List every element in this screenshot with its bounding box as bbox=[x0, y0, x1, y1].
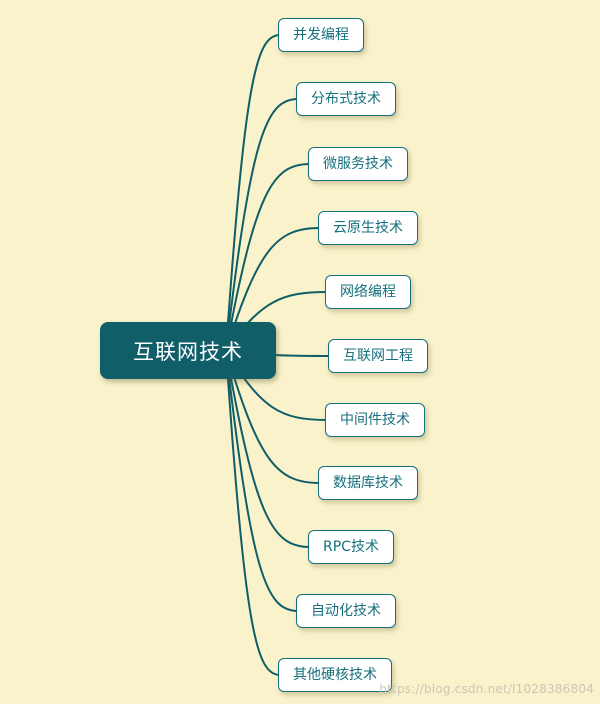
node-internet-engineering[interactable]: 互联网工程 bbox=[328, 339, 428, 373]
node-middleware-technology[interactable]: 中间件技术 bbox=[325, 403, 425, 437]
node-concurrent-programming[interactable]: 并发编程 bbox=[278, 18, 364, 52]
node-rpc-technology[interactable]: RPC技术 bbox=[308, 530, 394, 564]
node-cloud-native-technology[interactable]: 云原生技术 bbox=[318, 211, 418, 245]
central-node[interactable]: 互联网技术 bbox=[100, 322, 276, 379]
node-automation-technology[interactable]: 自动化技术 bbox=[296, 594, 396, 628]
node-distributed-technology[interactable]: 分布式技术 bbox=[296, 82, 396, 116]
watermark: https://blog.csdn.net/l1028386804 bbox=[379, 682, 594, 696]
node-other-hardcore-technology[interactable]: 其他硬核技术 bbox=[278, 658, 392, 692]
node-database-technology[interactable]: 数据库技术 bbox=[318, 466, 418, 500]
node-microservices-technology[interactable]: 微服务技术 bbox=[308, 147, 408, 181]
node-network-programming[interactable]: 网络编程 bbox=[325, 275, 411, 309]
